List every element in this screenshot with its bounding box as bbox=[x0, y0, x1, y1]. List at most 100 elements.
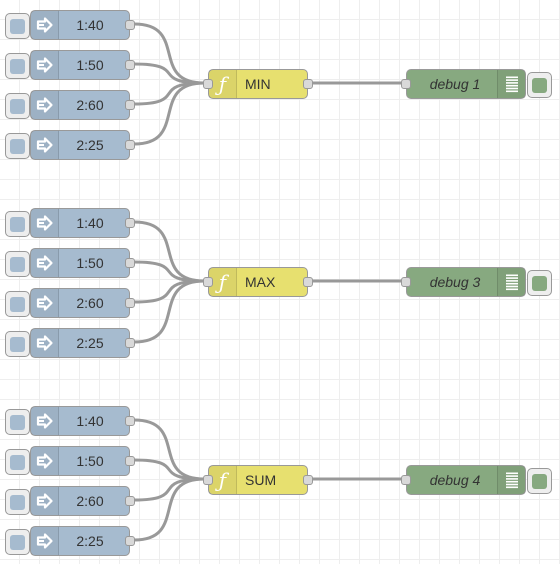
inject-trigger-button[interactable] bbox=[5, 13, 30, 39]
function-glyph: ƒ bbox=[218, 270, 227, 294]
output-port[interactable] bbox=[303, 475, 313, 485]
inject-node[interactable]: 2:25 bbox=[5, 328, 135, 358]
output-port[interactable] bbox=[125, 100, 135, 110]
arrow-in-icon bbox=[31, 91, 59, 119]
inject-node[interactable]: 1:50 bbox=[5, 248, 135, 278]
wire[interactable] bbox=[133, 260, 205, 283]
inject-trigger-button[interactable] bbox=[5, 133, 30, 159]
inject-node[interactable]: 2:60 bbox=[5, 90, 135, 120]
inject-trigger-button[interactable] bbox=[5, 449, 30, 475]
inject-trigger-button[interactable] bbox=[5, 251, 30, 277]
toggle-button-fill bbox=[532, 275, 547, 291]
debug-node[interactable]: debug 3 bbox=[401, 267, 552, 297]
inject-label: 2:60 bbox=[76, 493, 104, 509]
trigger-button-fill bbox=[10, 58, 25, 74]
output-port[interactable] bbox=[125, 416, 135, 426]
wire[interactable] bbox=[133, 458, 205, 481]
wire[interactable] bbox=[133, 220, 205, 283]
function-glyph: ƒ bbox=[218, 468, 227, 492]
inject-trigger-button[interactable] bbox=[5, 53, 30, 79]
inject-node[interactable]: 1:40 bbox=[5, 406, 135, 436]
trigger-button-fill bbox=[10, 18, 25, 34]
arrow-in-icon bbox=[31, 487, 59, 515]
inject-trigger-button[interactable] bbox=[5, 291, 30, 317]
inject-label: 1:50 bbox=[76, 453, 104, 469]
input-port[interactable] bbox=[401, 277, 411, 287]
debug-toggle-button[interactable] bbox=[527, 72, 552, 98]
trigger-button-fill bbox=[10, 98, 25, 114]
wire[interactable] bbox=[133, 279, 205, 344]
inject-label: 1:50 bbox=[76, 255, 104, 271]
output-port[interactable] bbox=[303, 79, 313, 89]
input-port[interactable] bbox=[203, 277, 213, 287]
function-node[interactable]: ƒ SUM bbox=[203, 465, 313, 495]
output-port[interactable] bbox=[125, 536, 135, 546]
function-label: SUM bbox=[245, 472, 277, 488]
output-port[interactable] bbox=[303, 277, 313, 287]
trigger-button-fill bbox=[10, 256, 25, 272]
inject-trigger-button[interactable] bbox=[5, 409, 30, 435]
output-port[interactable] bbox=[125, 20, 135, 30]
wire[interactable] bbox=[133, 477, 205, 502]
arrow-in-icon bbox=[31, 407, 59, 435]
list-icon bbox=[497, 466, 525, 494]
input-port[interactable] bbox=[203, 475, 213, 485]
inject-label: 2:25 bbox=[76, 533, 104, 549]
inject-trigger-button[interactable] bbox=[5, 489, 30, 515]
wire[interactable] bbox=[133, 81, 205, 106]
output-port[interactable] bbox=[125, 60, 135, 70]
debug-toggle-button[interactable] bbox=[527, 468, 552, 494]
function-node[interactable]: ƒ MAX bbox=[203, 267, 313, 297]
wire[interactable] bbox=[133, 22, 205, 85]
inject-node[interactable]: 1:40 bbox=[5, 208, 135, 238]
input-port[interactable] bbox=[401, 475, 411, 485]
inject-node[interactable]: 1:40 bbox=[5, 10, 135, 40]
wire[interactable] bbox=[133, 279, 205, 304]
arrow-in-icon bbox=[31, 51, 59, 79]
output-port[interactable] bbox=[125, 496, 135, 506]
wire[interactable] bbox=[133, 62, 205, 85]
input-port[interactable] bbox=[401, 79, 411, 89]
inject-node[interactable]: 2:25 bbox=[5, 130, 135, 160]
inject-node[interactable]: 2:60 bbox=[5, 288, 135, 318]
inject-label: 2:60 bbox=[76, 97, 104, 113]
output-port[interactable] bbox=[125, 140, 135, 150]
wire[interactable] bbox=[133, 418, 205, 481]
debug-node[interactable]: debug 1 bbox=[401, 69, 552, 99]
debug-label: debug 3 bbox=[429, 274, 481, 290]
inject-node[interactable]: 2:60 bbox=[5, 486, 135, 516]
inject-trigger-button[interactable] bbox=[5, 331, 30, 357]
function-label: MIN bbox=[245, 76, 271, 92]
debug-label: debug 4 bbox=[429, 472, 481, 488]
wire[interactable] bbox=[133, 477, 205, 542]
input-port[interactable] bbox=[203, 79, 213, 89]
debug-toggle-button[interactable] bbox=[527, 270, 552, 296]
inject-trigger-button[interactable] bbox=[5, 211, 30, 237]
trigger-button-fill bbox=[10, 296, 25, 312]
list-icon bbox=[497, 268, 525, 296]
toggle-button-fill bbox=[532, 77, 547, 93]
trigger-button-fill bbox=[10, 494, 25, 510]
wire[interactable] bbox=[133, 81, 205, 146]
output-port[interactable] bbox=[125, 298, 135, 308]
output-port[interactable] bbox=[125, 258, 135, 268]
inject-trigger-button[interactable] bbox=[5, 93, 30, 119]
inject-node[interactable]: 1:50 bbox=[5, 50, 135, 80]
debug-label: debug 1 bbox=[429, 76, 481, 92]
output-port[interactable] bbox=[125, 456, 135, 466]
inject-label: 2:25 bbox=[76, 137, 104, 153]
inject-trigger-button[interactable] bbox=[5, 529, 30, 555]
inject-node[interactable]: 2:25 bbox=[5, 526, 135, 556]
list-icon bbox=[497, 70, 525, 98]
trigger-button-fill bbox=[10, 414, 25, 430]
debug-node[interactable]: debug 4 bbox=[401, 465, 552, 495]
inject-node[interactable]: 1:50 bbox=[5, 446, 135, 476]
output-port[interactable] bbox=[125, 218, 135, 228]
function-icon: ƒ bbox=[209, 70, 237, 98]
arrow-in-icon bbox=[31, 11, 59, 39]
function-node[interactable]: ƒ MIN bbox=[203, 69, 313, 99]
function-label: MAX bbox=[245, 274, 276, 290]
arrow-in-icon bbox=[31, 447, 59, 475]
output-port[interactable] bbox=[125, 338, 135, 348]
